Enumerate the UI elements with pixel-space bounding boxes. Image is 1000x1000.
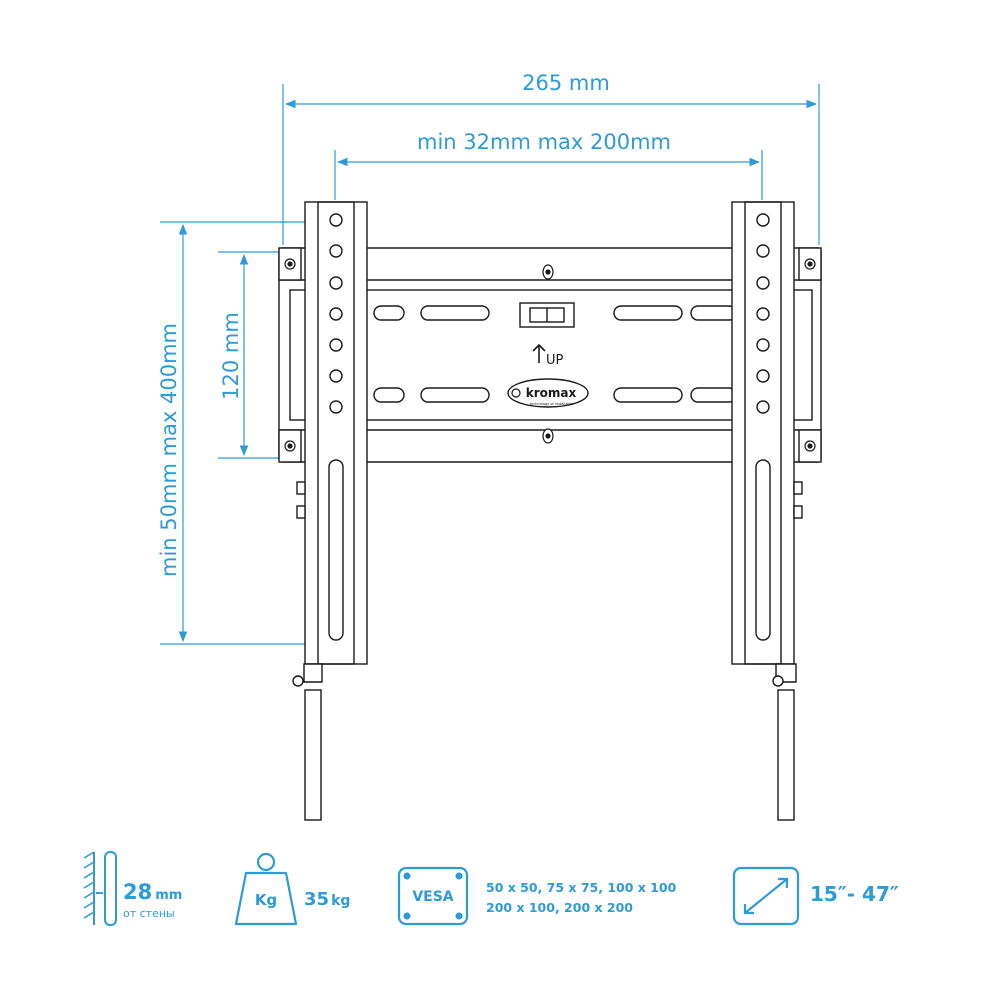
weight-icon [234,852,298,926]
wall-distance-icon [83,851,117,926]
plate-height-label: 120 mm [219,312,243,400]
vesa-icon [397,866,469,926]
weight-icon-label: Kg [255,891,277,909]
plate-center-holes [542,264,554,444]
bubble-level [519,302,575,328]
up-label: UP [546,353,564,368]
vesa-icon-label: VESA [412,889,453,905]
right-arm [731,201,803,821]
screen-size-label: 15″- 47″ [810,882,899,906]
brand-logo: kromax technology of installation [507,378,589,408]
dimension-lines [160,84,820,645]
vesa-sizes-line1: 50 x 50, 75 x 75, 100 x 100 [486,880,677,895]
brand-tagline: technology of installation [530,402,574,406]
wall-distance-note: от стены [123,907,175,920]
left-arm [292,201,368,821]
brand-logo-text: kromax [526,386,577,400]
vesa-sizes-line2: 200 x 100, 200 x 200 [486,900,633,915]
arm-spacing-label: min 32mm max 200mm [417,130,671,154]
corner-screws [284,258,816,452]
screen-diagonal-icon [732,866,800,926]
overall-width-label: 265 mm [522,71,610,95]
up-arrow-icon [532,343,546,363]
arm-height-label: min 50mm max 400mm [157,323,181,577]
